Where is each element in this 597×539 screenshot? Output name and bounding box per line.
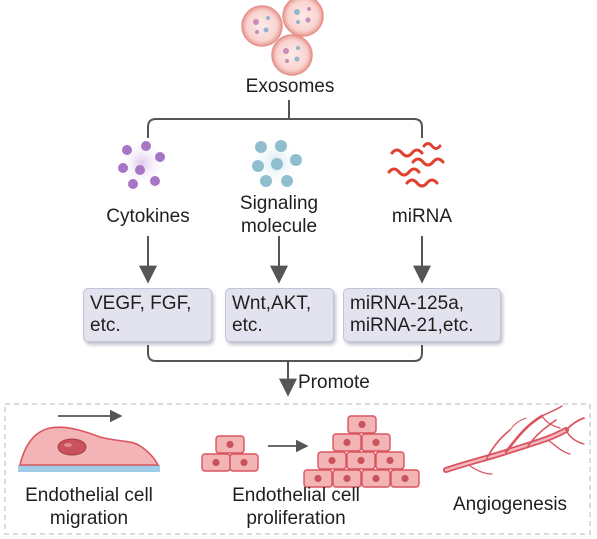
branch-label-mirna: miRNA (391, 206, 453, 227)
migrating-cell-icon (18, 409, 160, 472)
cell (317, 451, 347, 470)
cell (303, 469, 333, 488)
protein-box-signaling: Wnt,AKT, etc. (225, 288, 334, 342)
protein-box-cytokines: VEGF, FGF, etc. (83, 288, 212, 342)
branch-label-line: molecule (240, 216, 318, 237)
cell (347, 415, 377, 434)
proliferating-cells-icon (201, 415, 420, 488)
exosomes-label: Exosomes (245, 76, 335, 97)
outcome-label-angiogenesis: Angiogenesis (452, 494, 568, 515)
purple-particles-icon (118, 139, 166, 189)
cell (361, 433, 391, 452)
exosome-vesicle (271, 34, 313, 76)
branch-label-cytokines: Cytokines (106, 206, 190, 227)
red-rna-strands-icon (387, 142, 445, 188)
outcome-label-migration: Endothelial cell migration (8, 484, 170, 530)
cell (201, 453, 231, 472)
protein-box-line: Wnt,AKT, (232, 293, 312, 314)
blood-vessel-icon (443, 405, 585, 475)
protein-box-line: miRNA-125a, (350, 293, 465, 314)
branch-label-signaling: Signaling molecule (219, 192, 339, 238)
protein-box-line: miRNA-21,etc. (350, 315, 474, 336)
cell (332, 469, 362, 488)
outcomes-panel (4, 403, 591, 535)
outcome-label-line: Endothelial cell (232, 485, 360, 506)
protein-box-line: etc. (232, 315, 263, 336)
protein-box-mirna: miRNA-125a, miRNA-21,etc. (343, 288, 501, 342)
cell (332, 433, 362, 452)
protein-box-line: etc. (90, 315, 121, 336)
cell (390, 469, 420, 488)
cell (361, 469, 391, 488)
outcome-label-line: Endothelial cell (25, 485, 153, 506)
outcome-label-line: proliferation (246, 508, 346, 529)
cell (229, 453, 259, 472)
exosomes-icon (241, 0, 324, 76)
cell (375, 451, 405, 470)
cell (346, 451, 376, 470)
exosome-vesicle (241, 5, 283, 47)
cell (215, 435, 245, 454)
promote-label: Promote (298, 372, 370, 393)
merge-connector (147, 345, 423, 397)
exosome-vesicle (282, 0, 324, 37)
protein-box-line: VEGF, FGF, (90, 293, 192, 314)
branch-connector (147, 100, 423, 138)
outcome-label-line: migration (49, 508, 129, 529)
branch-label-line: Signaling (239, 193, 319, 214)
blue-particles-icon (250, 136, 302, 188)
branch-arrows (139, 236, 431, 284)
outcome-label-proliferation: Endothelial cell proliferation (215, 484, 377, 530)
